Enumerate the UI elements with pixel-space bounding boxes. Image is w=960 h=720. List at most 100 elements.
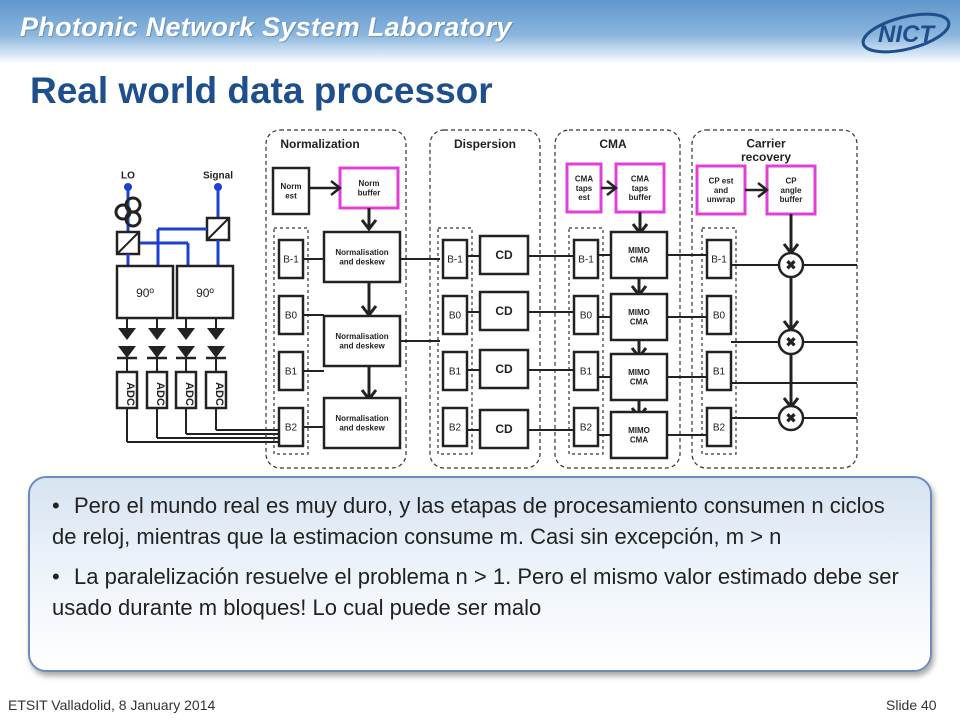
cd-label: CD [495, 362, 513, 376]
processor-label: and deskew [339, 257, 385, 266]
estimator-label: unwrap [707, 195, 736, 204]
photodiode-icon [207, 346, 225, 358]
arrow-head [330, 180, 343, 196]
cd-label: CD [495, 248, 513, 262]
mimo-label: MIMO [628, 246, 650, 255]
mimo-label: CMA [630, 255, 648, 264]
estimator-label: CMA [575, 175, 593, 184]
estimator-label: est [578, 193, 590, 202]
stage-container [429, 129, 541, 469]
cd-label: CD [495, 422, 513, 436]
processor-box [322, 230, 402, 284]
block-buffer [441, 406, 469, 448]
estimator-box [695, 164, 747, 216]
multiplier-glyph: ✖ [786, 258, 797, 273]
buffer-label: buffer [358, 188, 381, 197]
bullet-item: •Pero el mundo real es muy duro, y las e… [52, 493, 885, 549]
svg-text:NICT: NICT [878, 21, 936, 48]
slide-number: Slide 40 [886, 697, 937, 713]
block-buffer [705, 350, 733, 392]
processor-box [322, 396, 402, 450]
block-label: B-1 [283, 255, 299, 266]
block-label: B-1 [447, 255, 463, 266]
photodiode-icon [118, 328, 136, 340]
arrow-head [606, 180, 619, 196]
block-label: B0 [580, 311, 593, 322]
block-buffer [572, 294, 600, 336]
photodiode-icon [148, 328, 166, 340]
mimo-label: MIMO [628, 368, 650, 377]
hybrid-90 [115, 264, 175, 320]
block-label: B-1 [711, 255, 727, 266]
mimo-box [609, 230, 669, 280]
block-group [568, 227, 604, 455]
block-group [437, 227, 473, 455]
processor-box [322, 314, 402, 368]
block-label: B1 [713, 367, 726, 378]
mimo-label: CMA [630, 435, 648, 444]
block-label: B0 [713, 311, 726, 322]
block-buffer [705, 238, 733, 280]
adc-label: ADC [183, 382, 195, 406]
processor-label: and deskew [339, 341, 385, 350]
hybrid-label: 90º [136, 286, 154, 300]
adc-label: ADC [154, 382, 166, 406]
buffer-label: buffer [629, 193, 652, 202]
lab-name: Photonic Network System Laboratory [20, 12, 512, 42]
estimator-label: est [285, 191, 297, 200]
adc-label: ADC [124, 382, 136, 406]
multiplier-glyph: ✖ [786, 411, 797, 426]
buffer-label: CP [785, 177, 797, 186]
arrow-head [360, 219, 378, 232]
lo-label: LO [121, 171, 135, 182]
block-buffer [441, 350, 469, 392]
photodiode-icon [148, 346, 166, 358]
estimator-label: and [714, 186, 728, 195]
estimator-label: CP est [709, 177, 734, 186]
block-buffer [441, 294, 469, 336]
cd-label: CD [495, 304, 513, 318]
footer-venue: ETSIT Valladolid, 8 January 2014 [8, 697, 216, 713]
photodiode-icon [207, 328, 225, 340]
hybrid-90 [175, 264, 235, 320]
signal-label: Signal [203, 171, 233, 182]
photodiode-icon [177, 346, 195, 358]
block-label: B0 [285, 311, 298, 322]
processor-label: Normalisation [335, 248, 388, 257]
block-label: B1 [285, 367, 298, 378]
block-buffer [705, 294, 733, 336]
block-group [273, 227, 309, 455]
block-buffer [277, 350, 305, 392]
slide-title: Real world data processor [30, 70, 493, 111]
buffer-label: buffer [780, 195, 803, 204]
mimo-box [609, 410, 669, 460]
buffer-label: CMA [631, 175, 649, 184]
block-label: B-1 [578, 255, 594, 266]
header-band [0, 0, 960, 64]
connector-line [206, 217, 230, 241]
block-buffer [277, 238, 305, 280]
bullet-text: Pero el mundo real es muy duro, y las et… [52, 493, 885, 549]
connector-line [116, 231, 140, 255]
processor-label: Normalisation [335, 414, 388, 423]
block-buffer [705, 406, 733, 448]
block-label: B1 [580, 367, 593, 378]
processor-label: Normalisation [335, 332, 388, 341]
mimo-label: MIMO [628, 308, 650, 317]
block-label: B2 [580, 423, 593, 434]
mimo-label: CMA [630, 317, 648, 326]
stage-title: Carrier [746, 136, 786, 150]
block-label: B1 [449, 367, 462, 378]
polarizer-ring [124, 210, 142, 228]
nict-logo: NICT [861, 12, 951, 54]
buffer-label: Norm [359, 179, 380, 188]
hybrid-label: 90º [196, 286, 214, 300]
stage-title: Normalization [280, 137, 359, 151]
block-label: B2 [713, 423, 726, 434]
estimator-box [565, 162, 603, 214]
estimator-label: taps [576, 184, 593, 193]
buffer-label: angle [781, 186, 802, 195]
stage-title: Dispersion [454, 137, 516, 151]
multiplier-glyph: ✖ [786, 335, 797, 350]
estimator-label: Norm [281, 182, 302, 191]
